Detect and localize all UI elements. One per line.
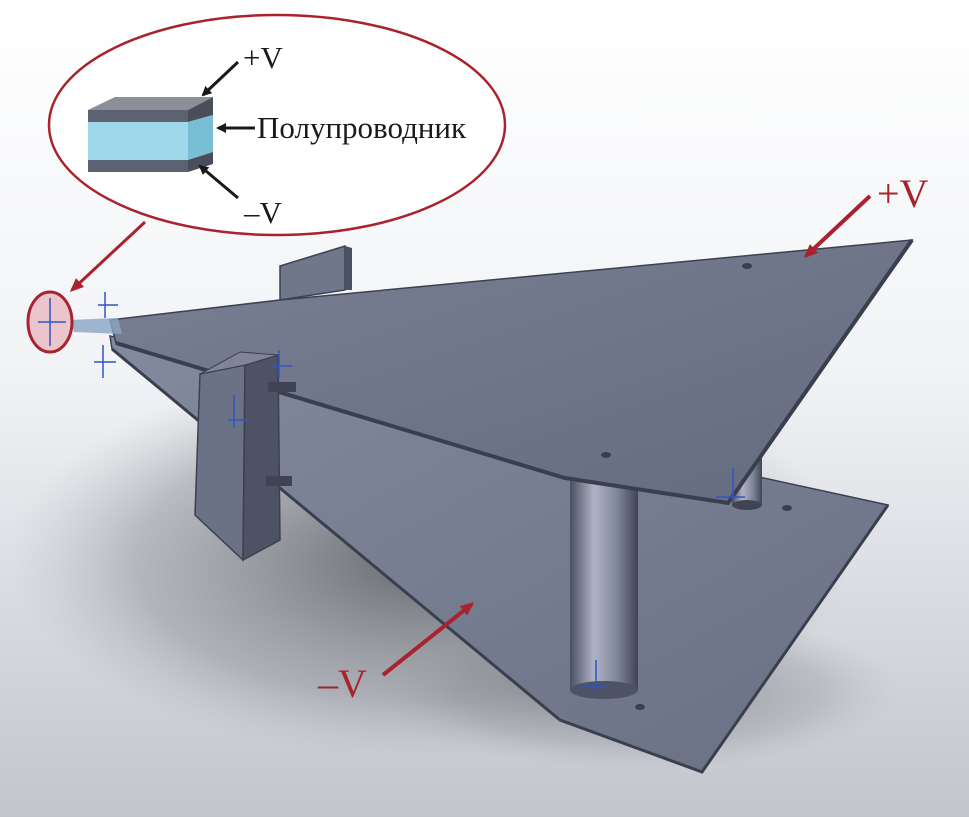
- coordinate-axes: [94, 292, 745, 692]
- inset-minus-label: –V: [244, 195, 282, 230]
- callout-arrow: [69, 220, 147, 293]
- semiconductor-label: Полупроводник: [257, 110, 467, 145]
- support-cylinder-front: [570, 470, 638, 690]
- layer-stack: [88, 97, 213, 172]
- minus-pointer-arrow: [381, 602, 475, 677]
- plus-pointer-arrow: [803, 194, 872, 259]
- inset-callout: [47, 13, 507, 237]
- plate-plus-label: +V: [877, 171, 929, 216]
- plate-minus-label: –V: [318, 661, 367, 706]
- inset-plus-label: +V: [243, 40, 283, 75]
